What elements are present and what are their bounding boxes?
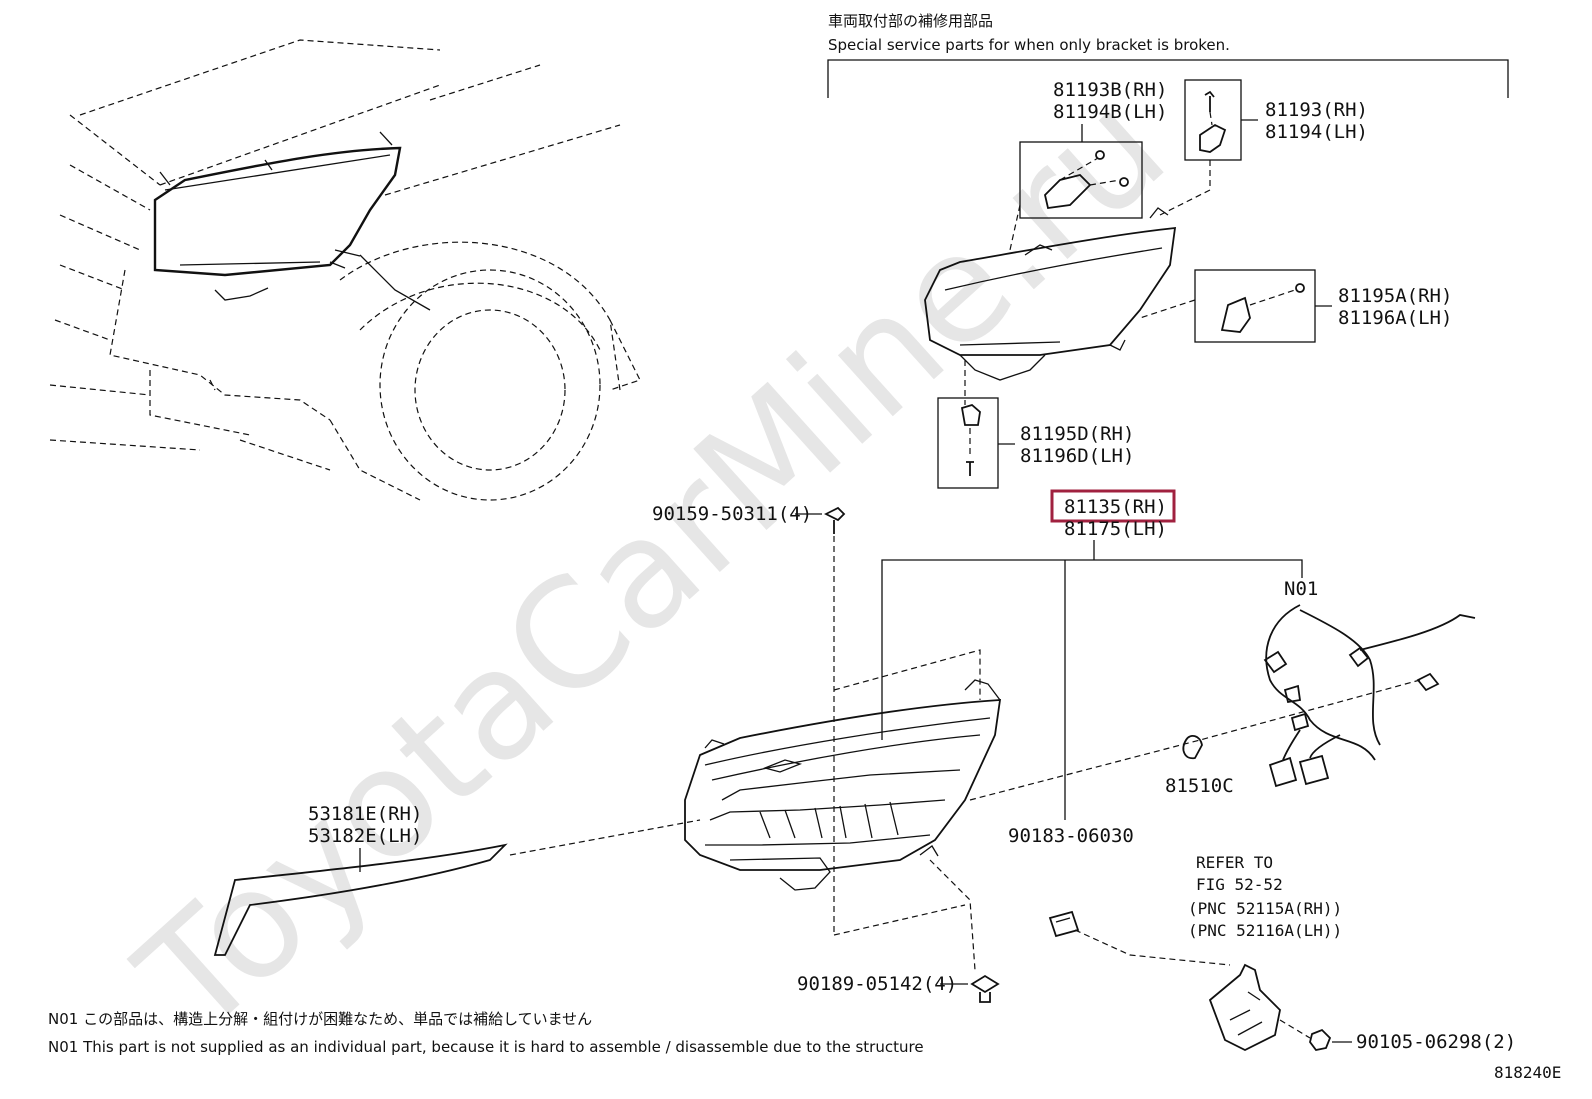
label-81135: 81135(RH)	[1064, 496, 1167, 518]
bracket-81193b-icon	[1044, 150, 1129, 210]
label-81194: 81194(LH)	[1265, 121, 1368, 143]
clip-90183-icon	[1048, 910, 1080, 938]
box-81195d	[937, 397, 999, 489]
bracket-81195d-icon	[960, 403, 981, 476]
label-81193: 81193(RH)	[1265, 99, 1368, 121]
label-81196d: 81196D(LH)	[1020, 445, 1134, 467]
headlamp-dash-frame	[833, 649, 981, 936]
label-81510c: 81510C	[1165, 775, 1234, 797]
label-81175: 81175(LH)	[1064, 518, 1167, 540]
note-n01-english: N01 This part is not supplied as an indi…	[48, 1038, 924, 1056]
label-81196a: 81196A(LH)	[1338, 307, 1452, 329]
label-81193b: 81193B(RH)	[1053, 79, 1167, 101]
label-53182e: 53182E(LH)	[308, 825, 422, 847]
figure-id: 818240E	[1494, 1063, 1561, 1082]
headlamp-upper-icon	[924, 207, 1177, 381]
nut-90189-icon	[970, 974, 1000, 1003]
header-english: Special service parts for when only brac…	[828, 36, 1230, 54]
note-n01-japanese: N01 この部品は、構造上分解・組付けが困難なため、単品では補給していません	[48, 1010, 592, 1028]
bolt-90105-icon	[1309, 1028, 1332, 1051]
vehicle-front-illustration	[49, 39, 641, 501]
refer-line-1: REFER TO	[1196, 853, 1273, 872]
label-90105: 90105-06298(2)	[1356, 1031, 1516, 1053]
box-81195a	[1194, 269, 1316, 343]
bracket-81193-icon	[1199, 90, 1227, 153]
label-81194b: 81194B(LH)	[1053, 101, 1167, 123]
header-bracket	[827, 59, 1509, 98]
garnish-53181e-icon	[213, 843, 508, 956]
label-53181e: 53181E(RH)	[308, 803, 422, 825]
label-90159: 90159-50311(4)	[652, 503, 812, 525]
label-81195a: 81195A(RH)	[1338, 285, 1452, 307]
assembly-bracket	[881, 559, 1303, 740]
label-81195d: 81195D(RH)	[1020, 423, 1134, 445]
box-81193b	[1019, 141, 1143, 219]
refer-line-3: (PNC 52115A(RH))	[1188, 899, 1342, 918]
refer-line-2: FIG 52-52	[1196, 875, 1283, 894]
label-90189: 90189-05142(4)	[797, 973, 957, 995]
bracket-81195a-icon	[1220, 283, 1305, 333]
refer-line-4: (PNC 52116A(LH))	[1188, 921, 1342, 940]
highlight-box-81135	[1050, 489, 1176, 523]
fender-bracket-icon	[1208, 963, 1281, 1052]
label-n01: N01	[1284, 578, 1318, 600]
label-90183: 90183-06030	[1008, 825, 1134, 847]
header-japanese: 車両取付部の補修用部品	[828, 12, 993, 30]
bulb-81510c-icon	[1182, 734, 1203, 760]
watermark: ToyotaCarMine.ru	[107, 61, 1198, 1068]
wire-harness-icon	[1263, 604, 1476, 788]
screw-90159-icon	[823, 506, 846, 534]
headlamp-main-icon	[684, 679, 1002, 891]
box-81193	[1184, 79, 1242, 161]
